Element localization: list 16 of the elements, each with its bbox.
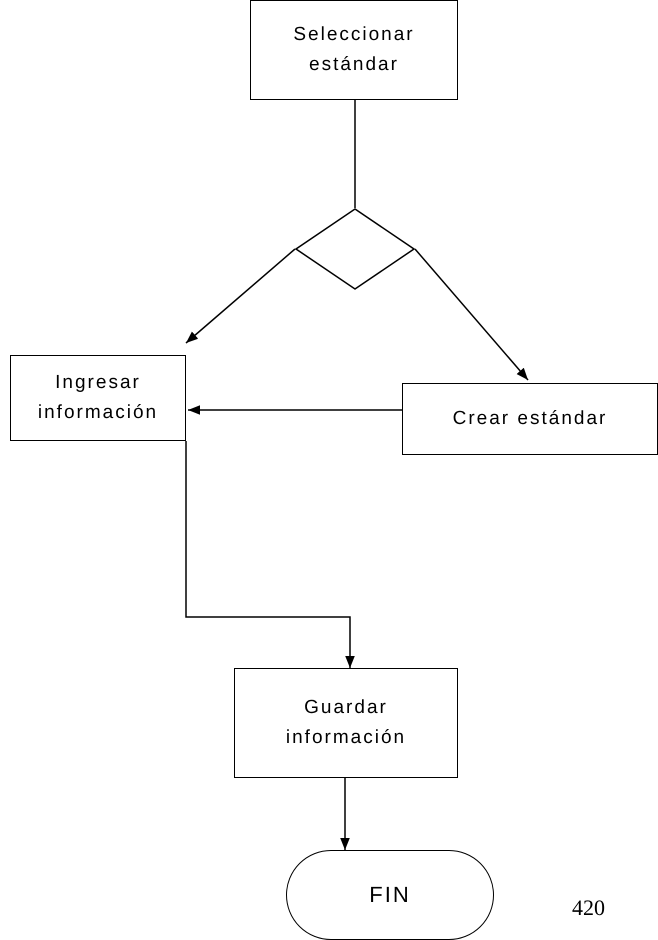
process-box xyxy=(234,668,458,778)
arrow xyxy=(188,405,402,415)
process-box xyxy=(10,355,186,441)
node-text: Guardar información xyxy=(284,696,408,750)
page-number: 420 xyxy=(572,895,605,921)
node-text: Crear estándar xyxy=(452,407,608,431)
node-text: FIN xyxy=(369,881,411,909)
node-text: Ingresar información xyxy=(36,371,160,425)
arrow xyxy=(186,248,296,344)
process-box xyxy=(402,383,658,455)
node-text: Seleccionar estándar xyxy=(292,23,416,77)
arrow xyxy=(340,778,350,850)
arrow xyxy=(185,441,355,668)
process-box xyxy=(250,0,458,100)
decision-diamond xyxy=(295,208,415,290)
arrow xyxy=(414,248,529,380)
